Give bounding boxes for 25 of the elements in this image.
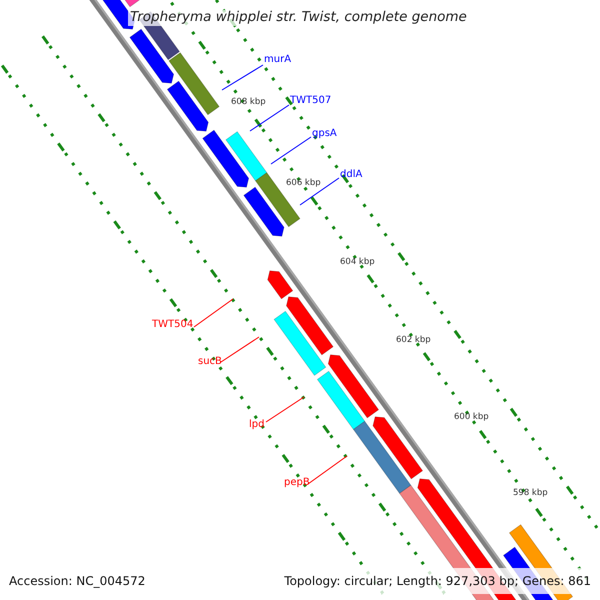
leader-line: [308, 456, 348, 484]
gene-label: lpd: [249, 420, 264, 430]
gene-label: pepB: [284, 478, 310, 488]
scale-label: 600 kbp: [454, 413, 489, 422]
leader-line: [194, 298, 234, 328]
leader-line: [250, 104, 290, 132]
footer-text: Accession: NC_004572: [9, 575, 146, 587]
gene-label: murA: [264, 55, 292, 65]
leader-line: [266, 396, 304, 422]
scale-label: 608 kbp: [231, 98, 266, 106]
title: Tropheryma whipplei str. Twist, complete genome: [128, 10, 469, 26]
gene-label: sucB: [198, 357, 222, 367]
scale-label: 602 kbp: [396, 336, 431, 344]
gene-label: TWT507: [290, 96, 332, 106]
scale-label: 604 kbp: [340, 258, 375, 266]
leader-line: [222, 64, 264, 90]
leader-line: [220, 336, 260, 362]
scale-label: 606 kbp: [286, 179, 321, 188]
gene-label: ddlA: [340, 170, 362, 180]
footer-text: Topology: circular; Length: 927,303 bp; Genes: 861: [284, 575, 591, 587]
gene-label: gpsA: [312, 129, 337, 139]
gene-label: TWT504: [152, 320, 194, 330]
leader-line: [270, 136, 312, 164]
scale-label: 598 kbp: [513, 489, 548, 498]
leader-line: [300, 178, 340, 206]
